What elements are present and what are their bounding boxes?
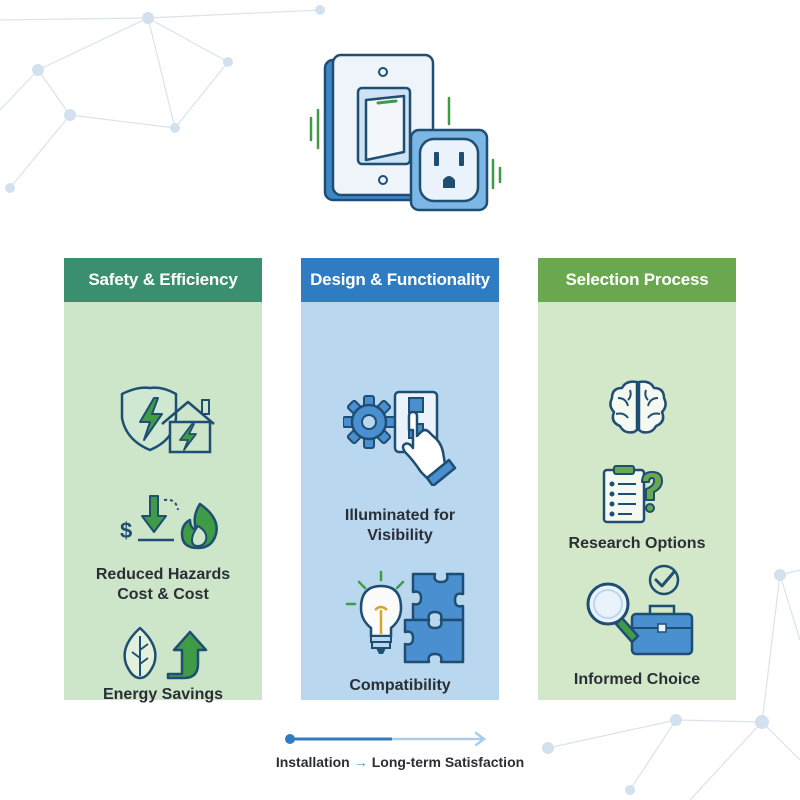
timeline-caption: Installation→Long-term Satisfaction <box>0 754 800 770</box>
progress-timeline <box>285 731 487 747</box>
magnifier-briefcase-check-icon <box>586 564 694 656</box>
switch-outlet-illustration <box>309 53 502 212</box>
leaf-growth-arrow-icon <box>123 626 208 680</box>
timeline-end-label: Long-term Satisfaction <box>371 754 525 770</box>
reduced-hazards-label: Reduced Hazards Cost & Cost <box>95 566 231 603</box>
cost-down-fire-icon: $ <box>120 495 218 550</box>
column-header: Design & Functionality <box>301 258 499 302</box>
lightbulb-puzzle-icon <box>345 570 465 664</box>
energy-savings-label: Energy Savings <box>102 686 224 703</box>
brain-icon <box>609 380 667 434</box>
informed-choice-label: Informed Choice <box>573 671 701 688</box>
column-selection-process: Selection Process Research Options <box>538 258 736 700</box>
illuminated-label: Illuminated for Visibility <box>344 507 456 544</box>
clipboard-question-icon <box>602 465 663 524</box>
research-options-label: Research Options <box>568 535 706 552</box>
gear-switch-hand-icon <box>343 390 457 486</box>
svg-text:$: $ <box>120 518 132 543</box>
shield-lightning-home-icon <box>120 386 215 454</box>
column-safety-efficiency: Safety & Efficiency $ Reduced Hazards Co… <box>64 258 262 703</box>
arrow-right-icon: → <box>353 754 368 770</box>
column-header: Safety & Efficiency <box>64 258 262 302</box>
column-header: Selection Process <box>538 258 736 302</box>
timeline-start-label: Installation <box>275 754 350 770</box>
compatibility-label: Compatibility <box>349 677 451 694</box>
column-design-functionality: Design & Functionality <box>301 258 499 700</box>
